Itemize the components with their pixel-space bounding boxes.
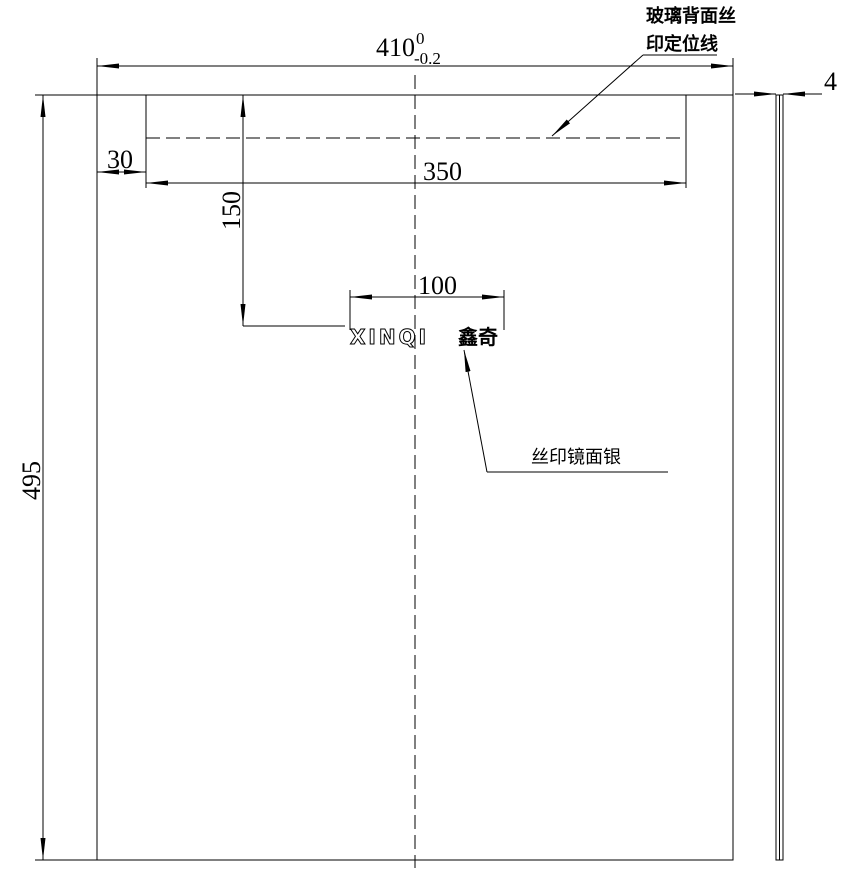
print-line-note-1: 玻璃背面丝: [646, 5, 736, 27]
dim-width-tol-lower: -0.2: [414, 49, 441, 68]
leader-logo: [463, 349, 488, 473]
svg-text:鑫奇: 鑫奇: [458, 325, 498, 349]
dim-margin-label: 30: [107, 145, 133, 174]
dim-width-label: 410: [376, 33, 415, 62]
logo-note: 丝印镜面银: [531, 447, 621, 468]
dim-print-label: 350: [423, 157, 462, 186]
print-line-note-2: 印定位线: [646, 33, 718, 55]
dim-width-tol-upper: 0: [416, 29, 425, 48]
dim-height-label: 495: [17, 461, 46, 500]
dim-logo-width-label: 100: [418, 271, 457, 300]
leader-print-line: [551, 54, 644, 137]
xinqi-logo: XINQI 鑫奇: [350, 325, 499, 350]
dim-thickness-label: 4: [824, 67, 837, 96]
dim-logo-offset-label: 150: [217, 191, 246, 230]
svg-text:XINQI: XINQI: [350, 325, 429, 349]
